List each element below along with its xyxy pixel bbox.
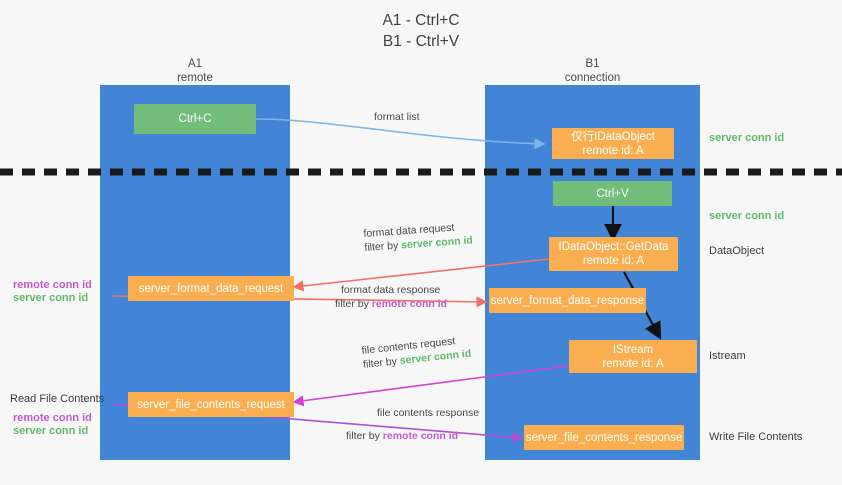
right-label-istream: Istream — [709, 350, 746, 362]
left-label-remote-conn-id-2: remote conn id — [13, 412, 92, 424]
column-header-b1: B1 connection — [485, 57, 700, 85]
box-idataobject-line2: remote id: A — [582, 144, 644, 157]
box-idataobject-getdata-line2: remote id: A — [582, 255, 645, 267]
column-header-b1-name: B1 — [585, 58, 600, 70]
right-label-server-conn-id-1: server conn id — [709, 132, 785, 144]
box-server-format-data-response-line1: server_format_data_response — [490, 294, 645, 307]
arrow-label-format-list: format list — [374, 111, 420, 123]
arrow-label-file-contents-response-main: file contents response — [377, 407, 480, 419]
column-header-b1-sub: connection — [564, 72, 621, 84]
filter-prefix: filter by — [335, 298, 372, 310]
box-idataobject-line1: 仅行IDataObject — [571, 130, 655, 143]
arrow-label-file-contents-response: file contents response filter by remote … — [346, 406, 480, 443]
arrow-label-file-contents-response-filter: filter by remote conn id — [346, 429, 479, 443]
box-server-file-contents-response-line1: server_file_contents_response — [525, 431, 683, 444]
box-server-format-data-request[interactable]: server_format_data_request — [128, 276, 294, 301]
box-idataobject-getdata-line1: IDataObject::GetData — [558, 241, 669, 253]
column-header-a1-sub: remote — [177, 72, 213, 84]
box-istream-line1: IStream — [612, 343, 654, 356]
page-title: A1 - Ctrl+C B1 - Ctrl+V — [0, 10, 842, 52]
arrow-label-format-data-response-main: format data response — [341, 284, 441, 296]
filter-prefix: filter by — [362, 355, 401, 371]
box-ctrl-c[interactable]: Ctrl+C — [134, 104, 256, 134]
box-server-file-contents-request[interactable]: server_file_contents_request — [128, 392, 294, 417]
left-label-read-file-contents: Read File Contents — [10, 393, 105, 405]
right-label-dataobject: DataObject — [709, 245, 765, 257]
box-ctrl-v-line1: Ctrl+V — [596, 187, 629, 200]
filter-key-remote-conn-id: remote conn id — [371, 298, 448, 310]
filter-prefix: filter by — [346, 430, 383, 442]
title-line-2: B1 - Ctrl+V — [382, 33, 460, 50]
left-label-remote-conn-id-1: remote conn id — [13, 279, 92, 291]
right-label-server-conn-id-2: server conn id — [709, 210, 785, 222]
arrow-label-format-data-response-filter: filter by remote conn id — [335, 297, 447, 311]
arrow-label-file-contents-request: file contents request filter by server c… — [361, 333, 472, 372]
box-idataobject-getdata[interactable]: IDataObject::GetData remote id: A — [549, 237, 678, 271]
box-ctrl-c-line1: Ctrl+C — [178, 113, 212, 125]
filter-prefix: filter by — [364, 239, 402, 254]
column-header-a1: A1 remote — [100, 57, 290, 85]
box-server-format-data-request-line1: server_format_data_request — [138, 282, 284, 295]
left-label-server-conn-id-1: server conn id — [13, 292, 89, 304]
column-header-a1-name: A1 — [187, 58, 203, 70]
title-line-1: A1 - Ctrl+C — [382, 12, 460, 29]
box-istream-line2: remote id: A — [602, 357, 664, 370]
box-ctrl-v[interactable]: Ctrl+V — [553, 181, 672, 206]
box-istream[interactable]: IStream remote id: A — [569, 340, 697, 373]
box-server-file-contents-response[interactable]: server_file_contents_response — [524, 425, 684, 450]
arrow-label-format-data-request: format data request filter by server con… — [363, 219, 473, 255]
box-server-file-contents-request-line1: server_file_contents_request — [137, 398, 285, 411]
box-idataobject[interactable]: 仅行IDataObject remote id: A — [552, 128, 674, 159]
box-server-format-data-response[interactable]: server_format_data_response — [489, 288, 646, 313]
right-label-write-file-contents: Write File Contents — [709, 431, 803, 443]
filter-key-server-conn-id: server conn id — [400, 234, 474, 252]
left-label-server-conn-id-2: server conn id — [13, 425, 89, 437]
arrow-label-format-data-response: format data response filter by remote co… — [335, 283, 447, 311]
filter-key-remote-conn-id: remote conn id — [382, 430, 459, 442]
